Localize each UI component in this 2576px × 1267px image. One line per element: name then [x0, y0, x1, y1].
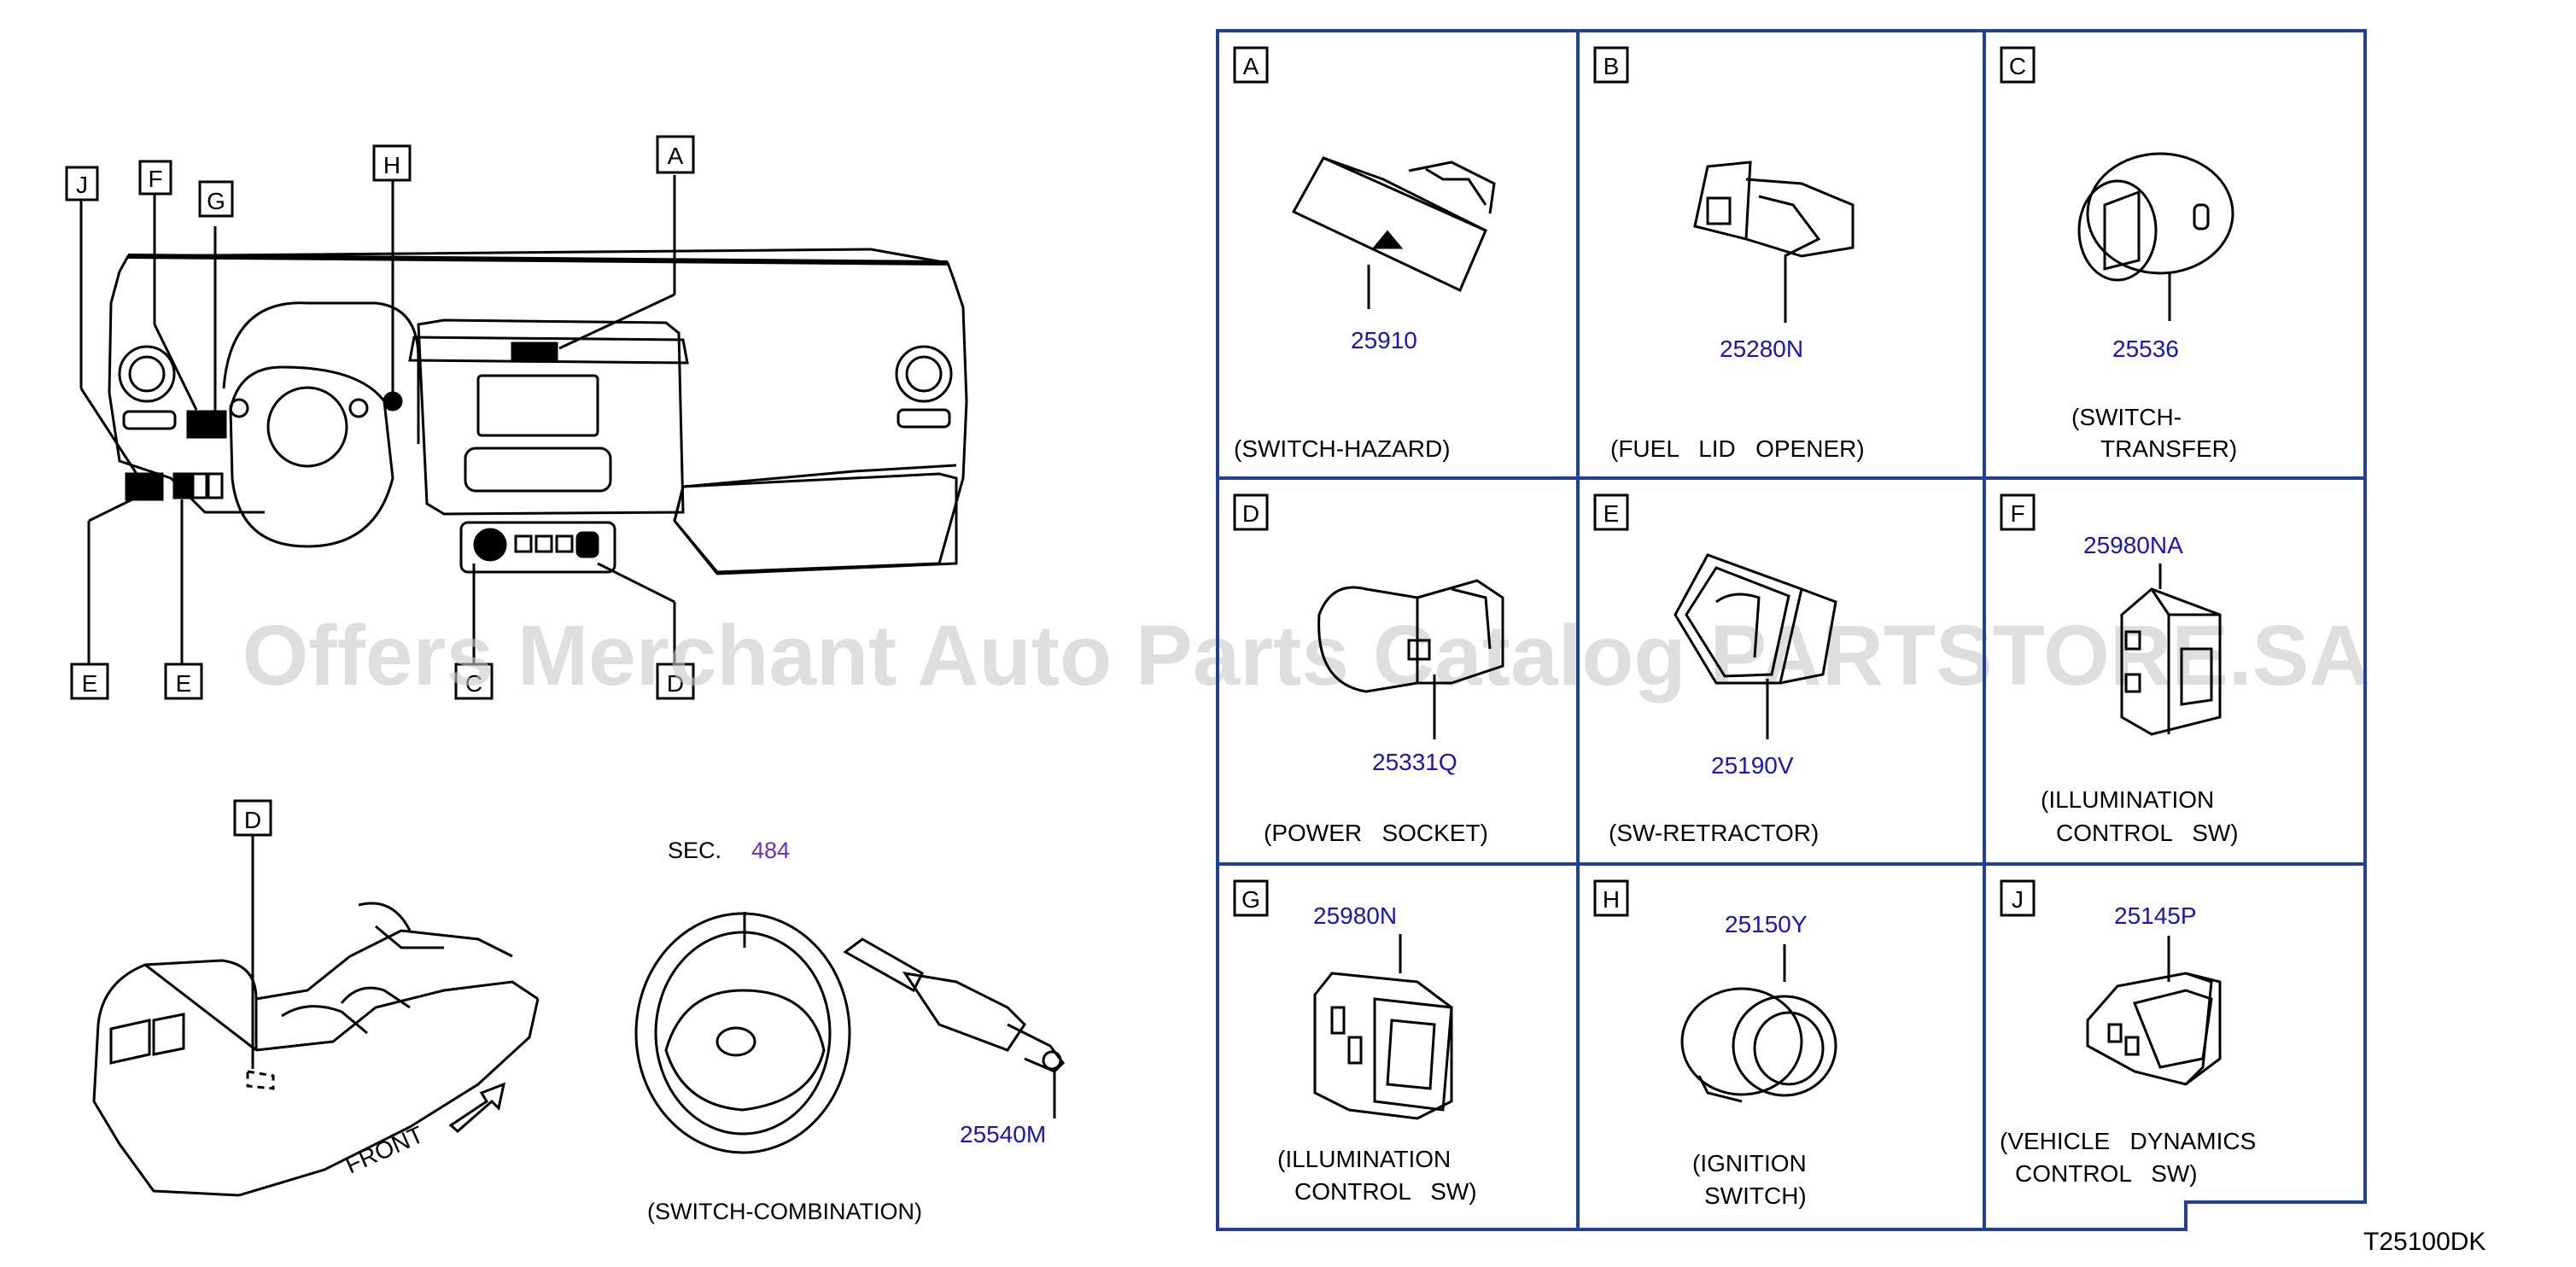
svg-text:E: E [82, 670, 98, 697]
cell-e: E 25190V (SW-RETRACTOR) [1593, 493, 1837, 846]
svg-text:A: A [668, 143, 684, 169]
svg-text:C: C [2009, 53, 2026, 79]
callout-e: E [70, 663, 109, 700]
part-number[interactable]: 25190V [1711, 752, 1794, 779]
part-number[interactable]: 25280N [1720, 336, 1803, 362]
svg-text:D: D [1242, 500, 1259, 527]
parts-grid [1216, 29, 2367, 1231]
caption-line: (IGNITION [1692, 1150, 1807, 1176]
watermark: Offers Merchant Auto Parts Catalog PARTS… [242, 608, 2371, 704]
caption-line: TRANSFER) [2100, 435, 2237, 462]
callout-c: C [454, 663, 494, 700]
cell-d: D 25331Q (POWER SOCKET) [1233, 493, 1504, 846]
console-callout-d: D [233, 799, 272, 837]
svg-text:E: E [176, 670, 192, 697]
caption-line: (POWER SOCKET) [1264, 820, 1488, 846]
svg-text:G: G [207, 188, 225, 214]
caption-line: (SWITCH- [2071, 404, 2182, 430]
overview-callouts: J F G H A E E C D [65, 135, 695, 700]
cell-j: J 25145P (VEHICLE DYNAMICS CONTROL SW) [2000, 879, 2256, 1187]
svg-text:J: J [2012, 886, 2024, 913]
combination-switch-drawing [843, 937, 1065, 1118]
dashboard-overview [79, 175, 968, 668]
sec-prefix: SEC. [668, 838, 721, 863]
part-number-combination-switch[interactable]: 25540M [960, 1121, 1046, 1147]
cell-h: H 25150Y (IGNITION SWITCH) [1593, 879, 1837, 1209]
caption-line: CONTROL SW) [2015, 1160, 2198, 1187]
svg-text:D: D [667, 670, 684, 697]
caption-line: CONTROL SW) [1294, 1178, 1477, 1205]
drawing-code: T25100DK [2363, 1228, 2485, 1256]
part-number[interactable]: 25150Y [1725, 911, 1808, 937]
callout-e2: E [164, 663, 203, 700]
callout-a: A [656, 135, 695, 174]
hazard-switch-drawing [1291, 156, 1496, 309]
caption-line: (ILLUMINATION [1277, 1146, 1451, 1172]
retractor-switch-drawing [1674, 553, 1837, 739]
callout-g: G [198, 180, 234, 218]
power-socket-drawing [1317, 579, 1504, 739]
callout-f: F [138, 160, 172, 196]
cell-f: F 25980NA (ILLUMINATION CONTROL SW) [2000, 493, 2239, 846]
svg-text:F: F [2010, 500, 2024, 527]
svg-text:B: B [1603, 53, 1620, 79]
part-number[interactable]: 25980NA [2083, 532, 2183, 558]
sec-number[interactable]: 484 [751, 838, 790, 863]
svg-text:F: F [148, 166, 162, 192]
part-number[interactable]: 25910 [1351, 327, 1417, 353]
steering-wheel-drawing [634, 912, 851, 1154]
transfer-switch-drawing [2077, 152, 2234, 321]
svg-text:C: C [465, 670, 482, 697]
cell-c: C 25536 (SWITCH- TRANSFER) [2000, 46, 2237, 462]
combination-switch-caption: (SWITCH-COMBINATION) [647, 1199, 922, 1224]
center-console-drawing [92, 835, 540, 1197]
caption-line: (SW-RETRACTOR) [1609, 820, 1819, 846]
caption-line: (ILLUMINATION [2041, 786, 2214, 813]
fuel-lid-opener-drawing [1693, 161, 1855, 323]
part-number[interactable]: 25331Q [1372, 749, 1457, 775]
part-number[interactable]: 25536 [2112, 336, 2179, 362]
vehicle-dynamics-switch-drawing [2086, 936, 2222, 1086]
part-number[interactable]: 25145P [2114, 902, 2197, 929]
caption-line: (VEHICLE DYNAMICS [2000, 1128, 2256, 1154]
svg-text:G: G [1241, 886, 1260, 913]
front-arrow-icon [448, 1082, 506, 1133]
caption-line: (FUEL LID OPENER) [1610, 435, 1865, 462]
part-number[interactable]: 25980N [1313, 902, 1397, 929]
callout-h: H [372, 144, 412, 182]
cell-b: B 25280N (FUEL LID OPENER) [1593, 46, 1865, 462]
svg-text:H: H [383, 152, 400, 178]
svg-text:J: J [76, 172, 88, 198]
illumination-switch-g-drawing [1313, 934, 1453, 1120]
caption-line: (SWITCH-HAZARD) [1234, 435, 1451, 462]
callout-j: J [65, 166, 99, 201]
caption-line: CONTROL SW) [2056, 820, 2239, 846]
svg-text:H: H [1603, 886, 1620, 913]
svg-text:E: E [1603, 500, 1620, 527]
callout-d: D [656, 663, 695, 700]
front-label: FRONT [342, 1121, 428, 1179]
cell-g: G 25980N (ILLUMINATION CONTROL SW) [1233, 879, 1477, 1205]
ignition-switch-drawing [1680, 944, 1837, 1103]
cell-a: A 25910 (SWITCH-HAZARD) [1233, 46, 1496, 462]
illumination-switch-f-drawing [2120, 563, 2222, 736]
cell-letter: A [1243, 53, 1259, 79]
svg-text:D: D [244, 807, 261, 833]
caption-line: SWITCH) [1704, 1182, 1807, 1209]
